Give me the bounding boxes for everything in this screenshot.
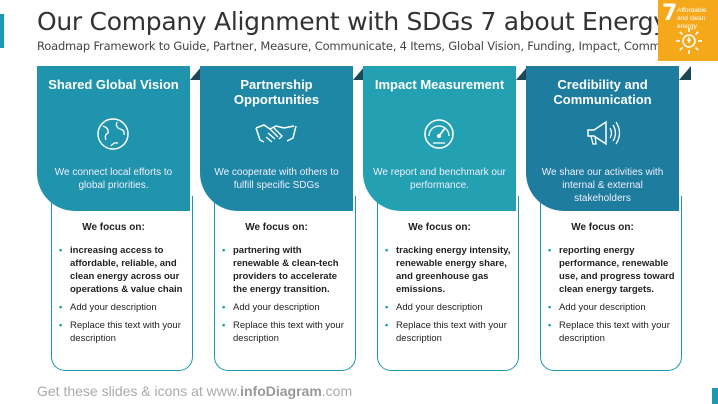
focus-title: We focus on:: [408, 222, 471, 233]
footer-brand: infoDiagram: [240, 383, 322, 399]
list-item: increasing access to affordable, reliabl…: [59, 244, 187, 296]
list-item: Replace this text with your description: [385, 319, 513, 345]
card-description: We report and benchmark our performance.: [373, 167, 506, 191]
sdg-label: Affordable and clean energy: [677, 7, 707, 30]
list-item: Replace this text with your description: [59, 319, 187, 345]
list-item: Add your description: [59, 301, 187, 314]
card-header: Shared Global Vision We connect local ef…: [37, 66, 202, 211]
card-impact-measurement: Impact Measurement We report and benchma…: [363, 66, 528, 371]
card-header: Partnership Opportunities We cooperate w…: [200, 66, 365, 211]
card-title: Credibility and Communication: [553, 77, 652, 107]
card-shared-global-vision: Shared Global Vision We connect local ef…: [37, 66, 202, 371]
bullet-list: tracking energy intensity, renewable ene…: [385, 244, 513, 350]
bullet-list: increasing access to affordable, reliabl…: [59, 244, 187, 350]
card-description: We cooperate with others to fulfill spec…: [214, 167, 339, 191]
list-item: Replace this text with your description: [548, 319, 676, 345]
footer-prefix: Get these slides & icons at www.: [37, 383, 241, 399]
card-credibility-communication: Credibility and Communication We share o…: [526, 66, 691, 371]
focus-title: We focus on:: [245, 222, 308, 233]
left-accent-bar: [0, 14, 4, 48]
list-item: Add your description: [548, 301, 676, 314]
megaphone-icon: [587, 120, 621, 146]
card-title: Shared Global Vision: [48, 77, 179, 92]
list-item: Add your description: [222, 301, 350, 314]
card-description: We share our activities with internal & …: [541, 167, 664, 204]
footer-accent-bar: [712, 388, 718, 404]
bullet-list: partnering with renewable & clean-tech p…: [222, 244, 350, 350]
card-header: Impact Measurement We report and benchma…: [363, 66, 528, 211]
card-title: Impact Measurement: [374, 77, 505, 92]
list-item: tracking energy intensity, renewable ene…: [385, 244, 513, 296]
sun-power-icon: [676, 28, 702, 54]
sdg-number: 7: [662, 1, 678, 26]
card-partnership-opportunities: Partnership Opportunities We cooperate w…: [200, 66, 365, 371]
gauge-icon: [424, 119, 454, 149]
card-fold: [353, 66, 365, 80]
bullet-list: reporting energy performance, renewable …: [548, 244, 676, 350]
list-item: Replace this text with your description: [222, 319, 350, 345]
card-fold: [190, 66, 202, 80]
list-item: Add your description: [385, 301, 513, 314]
card-title: Partnership Opportunities: [233, 77, 320, 107]
sdg-badge: 7 Affordable and clean energy: [658, 0, 718, 61]
globe-icon: [97, 118, 129, 150]
page-title: Our Company Alignment with SDGs 7 about …: [37, 7, 668, 36]
footer-credit: Get these slides & icons at www.infoDiag…: [37, 383, 352, 399]
list-item: reporting energy performance, renewable …: [548, 244, 676, 296]
page-subtitle: Roadmap Framework to Guide, Partner, Mea…: [37, 39, 712, 53]
footer-suffix: .com: [321, 383, 353, 399]
focus-title: We focus on:: [571, 222, 634, 233]
card-description: We connect local efforts to global prior…: [54, 167, 173, 191]
card-header: Credibility and Communication We share o…: [526, 66, 691, 211]
handshake-icon: [255, 124, 297, 143]
card-fold: [679, 66, 691, 80]
list-item: partnering with renewable & clean-tech p…: [222, 244, 350, 296]
focus-title: We focus on:: [82, 222, 145, 233]
card-fold: [516, 66, 528, 80]
